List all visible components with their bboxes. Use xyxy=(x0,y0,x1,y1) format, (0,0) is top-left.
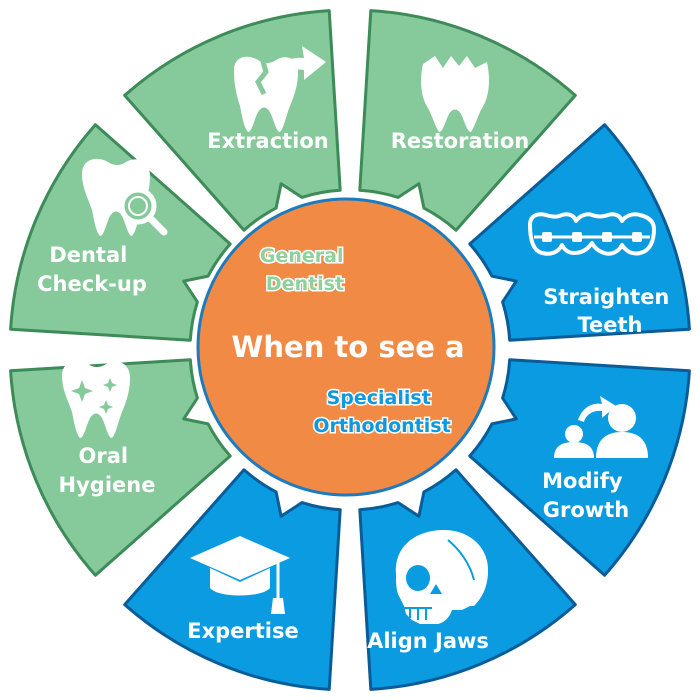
segment-oral-hygiene xyxy=(9,358,232,577)
tooth-extraction-icon xyxy=(234,46,326,132)
center-general-line-1: General xyxy=(260,245,344,267)
label-extraction: Extraction xyxy=(207,129,329,153)
label-extraction-line-1: Extraction xyxy=(207,129,329,153)
label-dental-check-up: Dental Check-up xyxy=(37,243,147,296)
center-general-line-2: Dentist xyxy=(266,273,344,295)
label-oral-hygiene-line-1: Oral xyxy=(79,444,129,468)
center-specialist-line-1: Specialist xyxy=(327,387,431,409)
label-straighten-teeth: Straighten Teeth xyxy=(543,285,676,337)
label-modify-growth-line-2: Growth xyxy=(543,498,629,522)
label-dental-check-up-line-2: Check-up xyxy=(37,272,147,296)
center-circle xyxy=(196,197,496,497)
icons-layer xyxy=(62,46,656,624)
center-hub: General Dentist When to see a Specialist… xyxy=(196,197,496,497)
label-restoration: Restoration xyxy=(391,129,530,153)
labels-layer: Restoration Straighten Teeth Modify Grow… xyxy=(37,129,676,653)
label-align-jaws-line-1: Align Jaws xyxy=(367,629,489,653)
graduation-cap-icon xyxy=(190,536,290,614)
sparkling-tooth-icon xyxy=(62,360,130,438)
label-expertise-line-1: Expertise xyxy=(187,619,299,643)
label-expertise: Expertise xyxy=(187,619,299,643)
braces-icon xyxy=(528,212,656,256)
tooth-magnifier-icon xyxy=(82,158,168,237)
tooth-icon xyxy=(421,56,489,132)
center-general-dentist: General Dentist xyxy=(260,245,350,295)
label-modify-growth: Modify Growth xyxy=(542,469,630,522)
center-specialist-line-2: Orthodontist xyxy=(313,415,450,437)
growth-people-icon xyxy=(554,396,648,458)
label-straighten-teeth-line-1: Straighten xyxy=(543,285,669,309)
label-oral-hygiene-line-2: Hygiene xyxy=(59,473,156,497)
label-straighten-teeth-line-2: Teeth xyxy=(577,313,642,337)
center-specialist-orthodontist: Specialist Orthodontist xyxy=(313,387,450,437)
skull-icon xyxy=(395,530,489,624)
label-modify-growth-line-1: Modify xyxy=(542,469,623,493)
label-align-jaws: Align Jaws xyxy=(367,629,489,653)
center-main-text: When to see a xyxy=(231,330,464,364)
label-oral-hygiene: Oral Hygiene xyxy=(59,444,156,497)
label-dental-check-up-line-1: Dental xyxy=(49,243,127,267)
segment-dental-check-up xyxy=(9,123,232,342)
label-restoration-line-1: Restoration xyxy=(391,129,530,153)
